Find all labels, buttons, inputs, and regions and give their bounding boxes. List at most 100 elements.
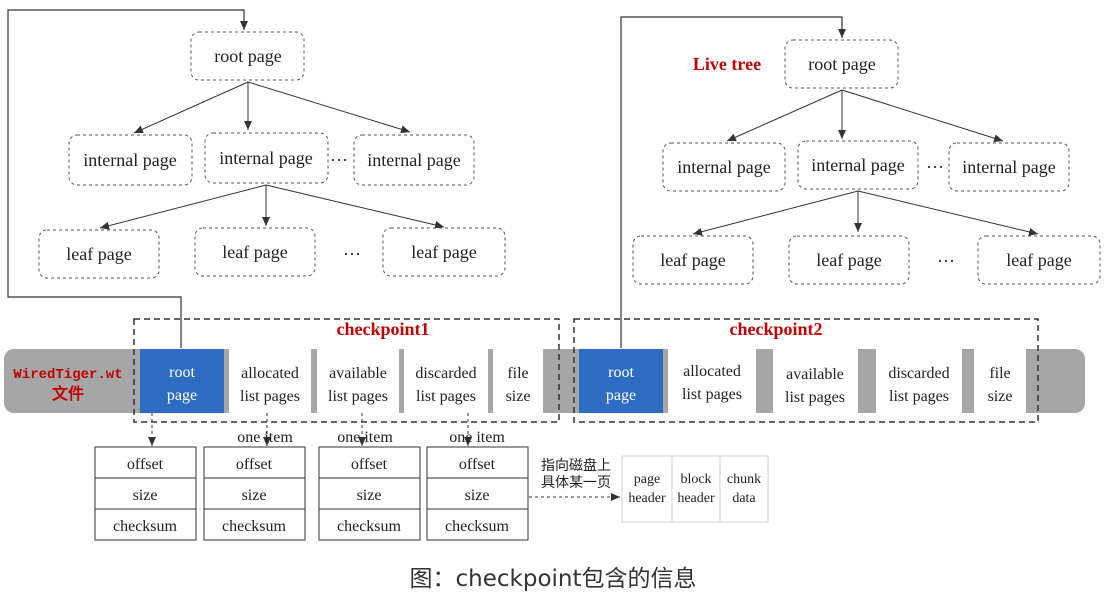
right-root-label: root page — [808, 54, 875, 74]
cp2-discarded-line1: discarded — [888, 365, 949, 382]
cp1-root-cell — [140, 349, 224, 413]
t3-size: size — [357, 487, 382, 504]
right-leaf-node-3 — [977, 235, 1101, 285]
page-header-line2: header — [628, 491, 666, 506]
left-root-label: root page — [214, 46, 281, 66]
right-root-node — [784, 39, 899, 89]
left-root-link — [7, 9, 248, 348]
right-leaf-label-1: leaf page — [660, 250, 725, 270]
cp1-root-line2: page — [167, 387, 197, 404]
cp2-available-cell — [773, 349, 858, 413]
file-label-suffix: 文件 — [52, 384, 84, 403]
t1-size: size — [133, 487, 158, 504]
left-leaf-label-3: leaf page — [411, 242, 476, 262]
right-internal-ellipsis: ··· — [926, 157, 944, 177]
cp2-allocated-line1: allocated — [683, 363, 741, 380]
live-tree-label: Live tree — [693, 54, 761, 74]
cp1-filesize-line1: file — [507, 365, 528, 382]
left-leaf-ellipsis: ··· — [343, 244, 361, 264]
cp1-filesize-line2: size — [506, 388, 531, 405]
cp1-filesize-cell — [493, 349, 543, 413]
cp1-available-cell — [317, 349, 399, 413]
right-leaf-label-2: leaf page — [816, 250, 881, 270]
left-internal-node-1 — [68, 134, 193, 186]
cp2-root-line2: page — [606, 387, 636, 404]
t4-size: size — [465, 487, 490, 504]
cp2-filesize-cell — [974, 349, 1026, 413]
checkpoint2-frame — [573, 318, 1039, 423]
chunk-data-line1: chunk — [727, 472, 761, 487]
chunk-data-line2: data — [732, 491, 756, 506]
t2-offset: offset — [236, 456, 273, 473]
right-leaf-node-1 — [632, 235, 754, 285]
one-item-label-1: one item — [237, 429, 293, 446]
pointer-note-line2: 具体某一页 — [541, 475, 611, 491]
page-header-line1: page — [634, 472, 660, 487]
block-header-line2: header — [677, 491, 715, 506]
left-internal-node-2 — [204, 132, 329, 184]
right-internal-node-2 — [797, 140, 919, 190]
file-label-name: WiredTiger.wt — [13, 367, 122, 383]
cp2-root-cell — [579, 349, 663, 413]
right-internal-label-2: internal page — [811, 155, 904, 175]
checkpoint2-title: checkpoint2 — [729, 319, 822, 339]
one-item-label-2: one item — [337, 429, 393, 446]
t3-checksum: checksum — [337, 518, 402, 535]
cp2-filesize-line2: size — [988, 388, 1013, 405]
right-leaf-ellipsis: ··· — [937, 251, 955, 271]
cp2-allocated-cell — [668, 349, 756, 413]
right-leaf-node-2 — [788, 235, 910, 285]
cp2-discarded-cell — [876, 349, 962, 413]
t2-checksum: checksum — [222, 518, 287, 535]
cp1-root-line1: root — [169, 364, 195, 381]
item-table-2: offset size checksum — [203, 446, 306, 541]
one-item-label-3: one item — [449, 429, 505, 446]
left-internal-label-3: internal page — [367, 150, 460, 170]
right-internal-node-1 — [662, 142, 786, 192]
item-table-3: offset size checksum — [318, 446, 421, 541]
checkpoint1-frame — [133, 318, 560, 423]
block-header-line1: block — [680, 472, 711, 487]
cp1-available-line1: available — [329, 365, 387, 382]
left-internal-ellipsis: ··· — [330, 150, 348, 170]
right-internal-node-3 — [948, 142, 1070, 192]
cp1-available-line2: list pages — [328, 388, 388, 405]
left-tree: root page internal page internal page ··… — [38, 31, 506, 279]
right-internal-label-3: internal page — [962, 157, 1055, 177]
page-structure: page header block header chunk data — [621, 455, 769, 523]
cp2-available-line2: list pages — [785, 389, 845, 406]
t3-offset: offset — [351, 456, 388, 473]
cp1-allocated-line1: allocated — [241, 365, 299, 382]
cp2-discarded-line2: list pages — [889, 388, 949, 405]
right-leaf-label-3: leaf page — [1006, 250, 1071, 270]
t4-checksum: checksum — [445, 518, 510, 535]
right-internal-label-1: internal page — [677, 157, 770, 177]
left-root-node — [190, 31, 305, 81]
left-leaf-label-2: leaf page — [222, 242, 287, 262]
t1-checksum: checksum — [113, 518, 178, 535]
right-root-link — [620, 16, 846, 348]
left-internal-label-1: internal page — [83, 150, 176, 170]
cp1-discarded-line1: discarded — [415, 365, 476, 382]
checkpoint1-title: checkpoint1 — [336, 319, 429, 339]
figure-caption: 图：checkpoint包含的信息 — [410, 566, 697, 592]
cp1-allocated-line2: list pages — [240, 388, 300, 405]
item-table-4: offset size checksum — [426, 446, 529, 541]
left-internal-node-3 — [353, 134, 475, 186]
item-tables: one item one item one item offset size c… — [94, 413, 529, 541]
left-leaf-node-2 — [194, 227, 316, 277]
pointer-note-line1: 指向磁盘上 — [541, 457, 611, 474]
cp2-allocated-line2: list pages — [682, 386, 742, 403]
left-leaf-node-3 — [382, 227, 506, 277]
left-internal-label-2: internal page — [219, 148, 312, 168]
cp1-discarded-cell — [404, 349, 488, 413]
t2-size: size — [242, 487, 267, 504]
left-leaf-label-1: leaf page — [66, 244, 131, 264]
cp2-available-line1: available — [786, 366, 844, 383]
cp2-filesize-line1: file — [989, 365, 1010, 382]
cp2-root-line1: root — [608, 364, 634, 381]
cp1-discarded-line2: list pages — [416, 388, 476, 405]
t4-offset: offset — [459, 456, 496, 473]
left-leaf-node-1 — [38, 229, 160, 279]
